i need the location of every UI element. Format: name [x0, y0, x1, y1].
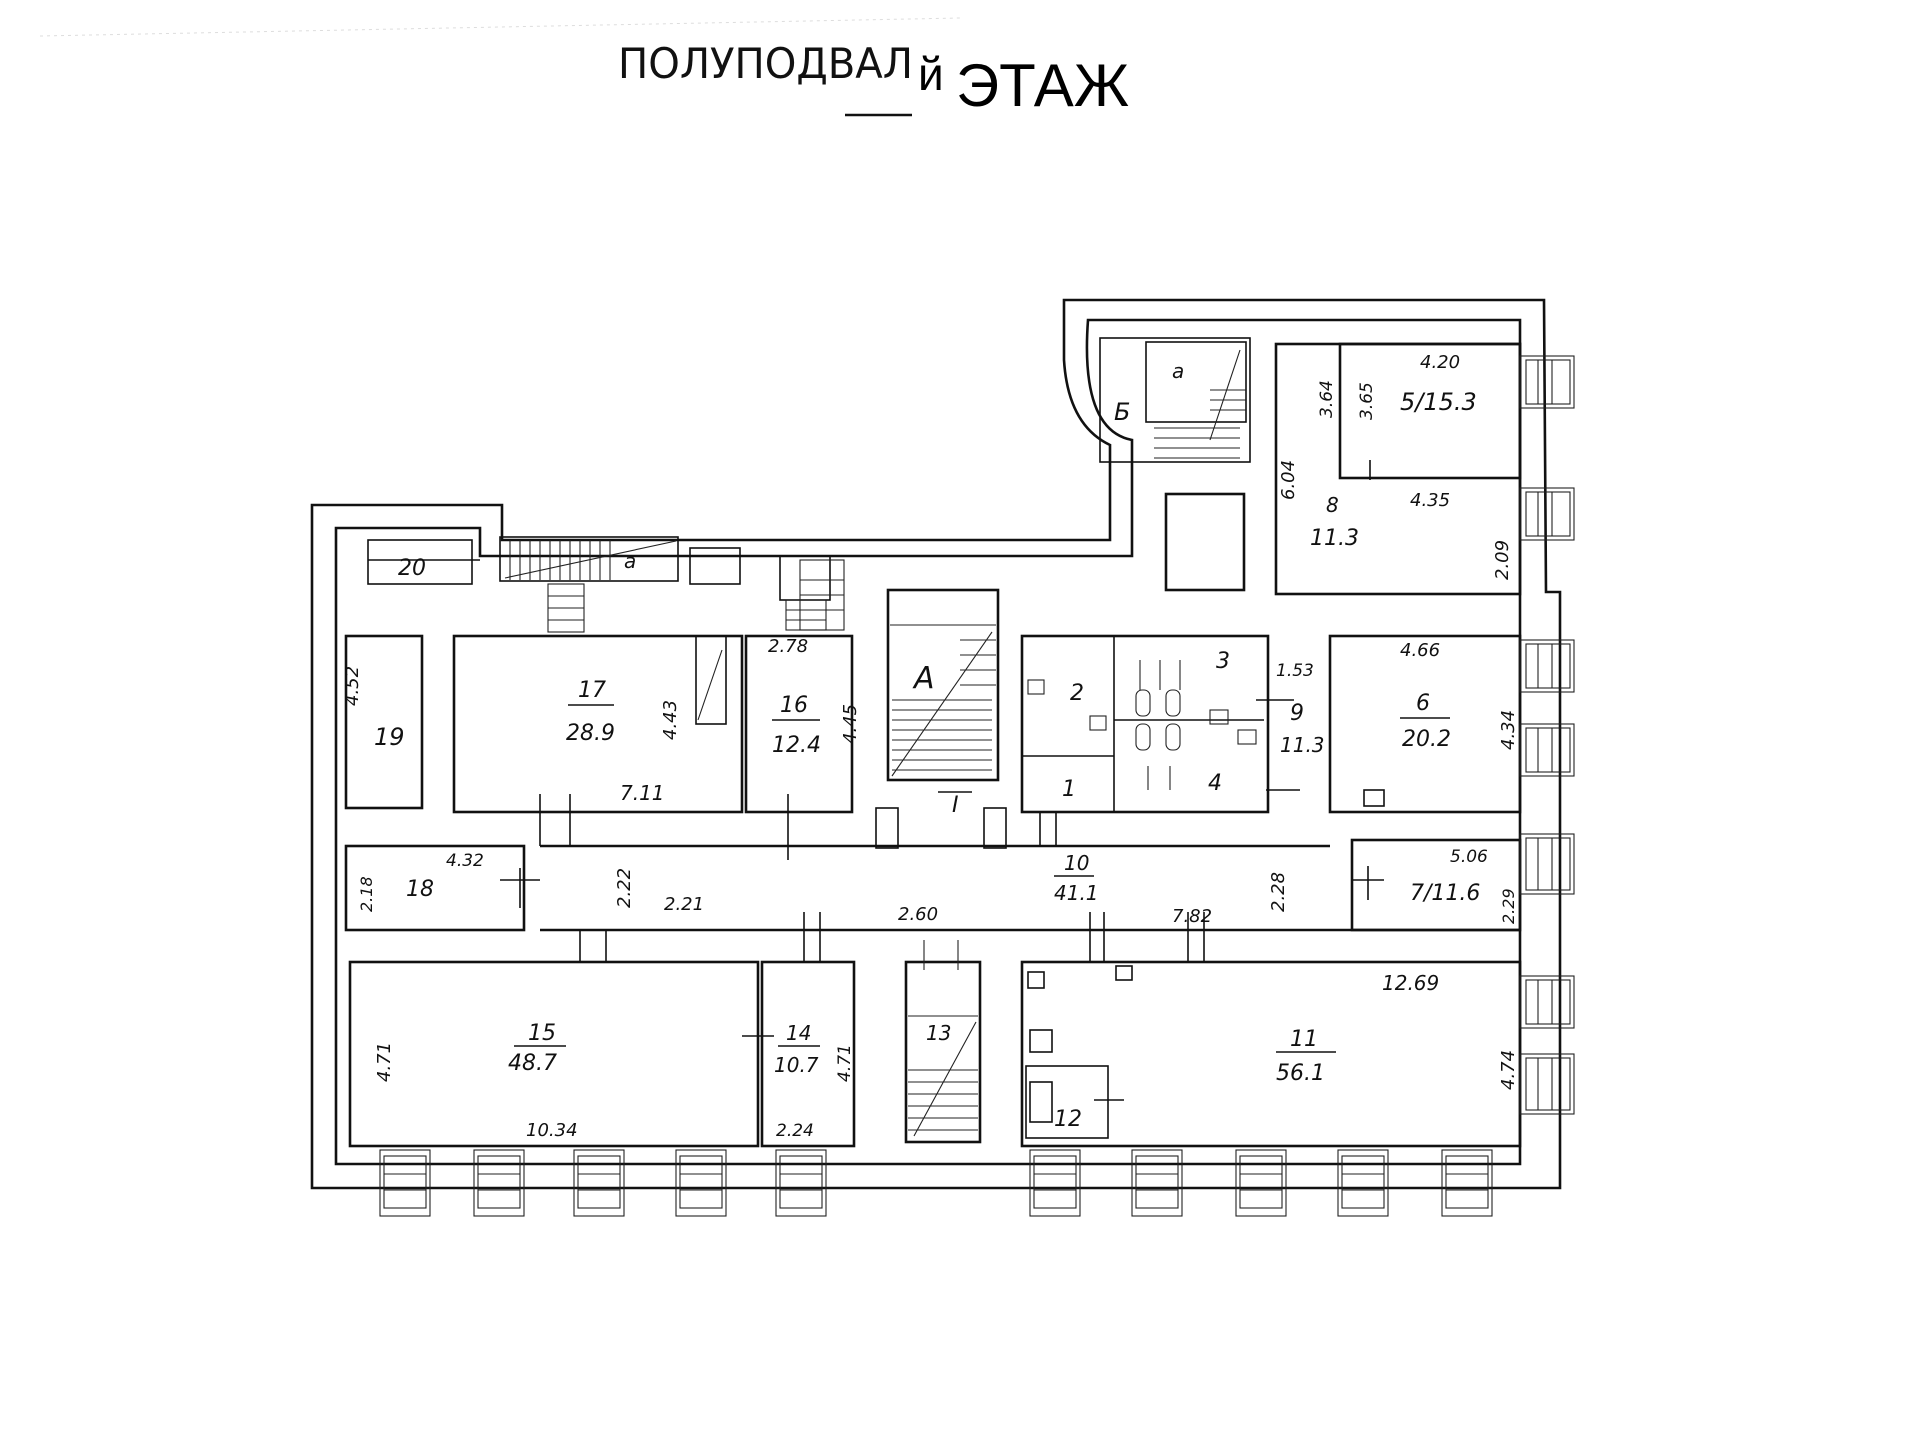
room-17-area: 28.9 — [566, 721, 615, 746]
room-16-area: 12.4 — [772, 733, 821, 758]
room-8-left-dim: 6.04 — [1278, 460, 1299, 500]
corridor-10: 2.22 2.21 2.60 10 41.1 7.82 2.28 — [540, 844, 1520, 932]
room-16-top-dim: 2.78 — [768, 636, 808, 657]
room-8-number: 8 — [1326, 493, 1339, 517]
upper-right-wing: Б а 4.20 5/15.3 3.64 3.65 4.35 8 11.3 6.… — [1099, 337, 1522, 596]
room-19-label: 19 — [374, 723, 405, 751]
room-8-right-dim: 2.09 — [1492, 540, 1513, 580]
room-12: 12 — [1025, 1029, 1124, 1139]
room-11-height: 4.74 — [1498, 1050, 1519, 1090]
room-15-width: 10.34 — [526, 1120, 578, 1141]
room-16: 2.78 16 12.4 4.45 — [744, 634, 861, 814]
wc-block: 2 3 1 4 — [1020, 634, 1270, 814]
room-15-number: 15 — [528, 1021, 556, 1046]
room-18-side-dim: 2.18 — [357, 876, 376, 912]
stair-B-label: Б — [1114, 398, 1130, 426]
corridor-dim-stair: 2.60 — [898, 904, 938, 925]
room-20-label: 20 — [398, 556, 426, 581]
room-3-label: 3 — [1216, 649, 1230, 674]
title-handwritten: ПОЛУПОДВАЛ — [618, 39, 913, 88]
room-17-width: 7.11 — [620, 781, 665, 805]
room-19: 19 4.52 — [342, 634, 424, 810]
room-8 — [1274, 342, 1522, 596]
room-5-label: 5/15.3 — [1400, 388, 1477, 416]
room-1-label: 1 — [1062, 777, 1076, 802]
room-9-top-dim: 1.53 — [1276, 661, 1314, 681]
room-15: 4.71 15 48.7 10.34 — [348, 960, 774, 1148]
stair-a-top — [1145, 341, 1247, 423]
room-18-label: 18 — [406, 877, 434, 902]
window-wells-right — [1519, 355, 1575, 1115]
room-5-left-dim1: 3.64 — [1317, 380, 1337, 418]
room-19-height: 4.52 — [342, 666, 363, 706]
room-6-side-dim: 4.34 — [1498, 710, 1519, 750]
room-2-label: 2 — [1070, 681, 1084, 706]
room-4-label: 4 — [1208, 771, 1222, 796]
room-14-number: 14 — [786, 1021, 811, 1045]
room-7-label: 7/11.6 — [1410, 881, 1480, 906]
light-well — [1164, 492, 1246, 592]
stair-a-upper — [499, 536, 679, 582]
room-13: 13 — [904, 940, 982, 1144]
exit-I-label: I — [952, 793, 959, 818]
room-20-group: 20 а — [367, 536, 831, 633]
stair-A-label: А — [912, 661, 935, 696]
room-17-number: 17 — [578, 678, 606, 703]
corridor-dim-v2: 2.28 — [1268, 872, 1289, 912]
room-6-top-dim: 4.66 — [1400, 640, 1440, 661]
outer-walls — [310, 298, 1562, 1190]
room-17: 17 28.9 7.11 4.43 — [452, 634, 744, 814]
room-14-width: 2.24 — [776, 1121, 814, 1141]
stairwell-A: А I — [875, 588, 1007, 849]
room-15-area: 48.7 — [508, 1051, 557, 1076]
room-10-area: 41.1 — [1054, 881, 1099, 905]
room-11-area: 56.1 — [1276, 1061, 1325, 1086]
room-11: 12.69 11 56.1 4.74 — [1020, 960, 1522, 1148]
room-9-number: 9 — [1290, 701, 1304, 726]
stair-a-upper-label: а — [624, 549, 636, 573]
room-16-height: 4.45 — [840, 704, 861, 744]
room-17-height: 4.43 — [660, 700, 681, 740]
inner-contour — [334, 318, 1522, 1166]
title-floor: ЭТАЖ — [956, 52, 1129, 119]
room-17-niche — [695, 635, 727, 725]
room-14: 14 10.7 4.71 2.24 — [760, 960, 856, 1148]
room-9-area: 11.3 — [1280, 733, 1325, 757]
room-18-top-dim: 4.32 — [446, 851, 484, 871]
room-10-number: 10 — [1064, 851, 1089, 875]
door-marks — [539, 699, 1300, 962]
corridor-dim-v1: 2.22 — [614, 868, 635, 908]
room-8-area: 11.3 — [1310, 526, 1359, 551]
window-wells-bottom — [379, 1149, 1493, 1217]
scan-artifact-line — [39, 17, 961, 37]
room-16-number: 16 — [780, 693, 808, 718]
room-11-width: 12.69 — [1382, 971, 1439, 995]
room-14-height: 4.71 — [835, 1044, 855, 1082]
room-9: 1.53 9 11.3 — [1276, 661, 1325, 757]
corridor-dim-right: 7.82 — [1172, 906, 1212, 927]
room-6-area: 20.2 — [1402, 727, 1451, 752]
page-title: ПОЛУПОДВАЛ й ЭТАЖ — [618, 39, 1129, 119]
title-suffix: й — [918, 48, 944, 100]
corridor-dim-h1: 2.21 — [664, 894, 704, 915]
room-13-label: 13 — [926, 1021, 951, 1045]
room-5-top-dim: 4.20 — [1420, 352, 1460, 373]
room-14-area: 10.7 — [774, 1053, 819, 1077]
room-15-height: 4.71 — [374, 1042, 395, 1082]
room-7-side-dim: 2.29 — [1499, 888, 1518, 924]
room-5-left-dim2: 3.65 — [1357, 382, 1377, 420]
room-7: 5.06 7/11.6 2.29 — [1350, 838, 1522, 932]
room-6: 4.66 6 20.2 4.34 — [1328, 634, 1522, 814]
room-11-number: 11 — [1290, 1027, 1318, 1052]
room-8-width: 4.35 — [1410, 490, 1450, 511]
stair-a-top-label: а — [1172, 359, 1184, 383]
room-18: 4.32 18 2.18 — [344, 844, 540, 932]
room-6-number: 6 — [1416, 691, 1430, 716]
room-7-top-dim: 5.06 — [1450, 847, 1488, 867]
small-stair-top-middle — [799, 559, 845, 631]
room-12-label: 12 — [1054, 1107, 1082, 1132]
